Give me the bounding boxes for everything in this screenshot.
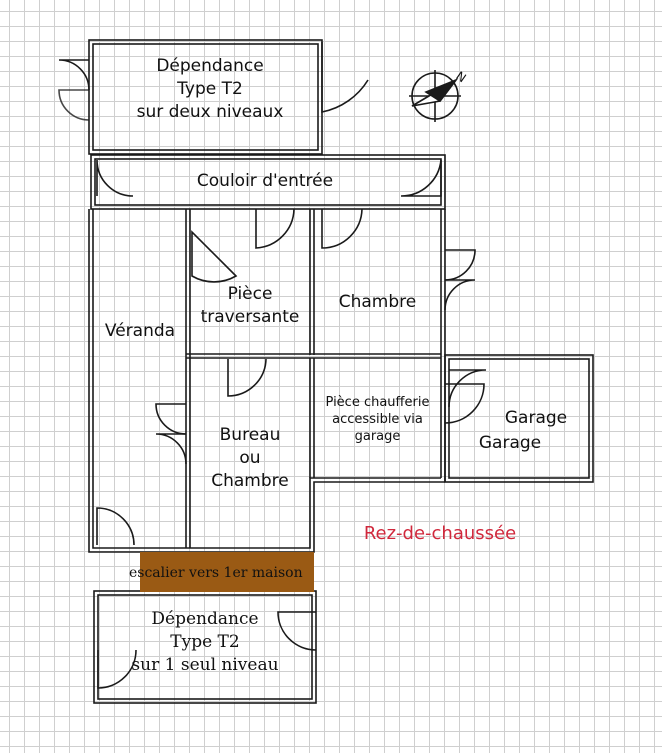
door-veranda-bottom [96, 507, 135, 546]
door-couloir-right [400, 159, 442, 197]
door-dependance-bottom-right [277, 611, 317, 651]
label-dependance-bottom: Dépendance Type T2 sur 1 seul niveau [131, 609, 279, 675]
door-chambre-right [444, 249, 476, 311]
door-piece-traversante-top [255, 208, 295, 249]
label-garage-1: Garage [504, 408, 568, 428]
door-dependance-top-right [321, 42, 369, 113]
wall-garage [444, 354, 594, 483]
label-chaufferie: Pièce chaufferie accessible via garage [325, 395, 430, 444]
door-bureau-top [227, 358, 267, 397]
door-garage-chaufferie [444, 383, 485, 424]
label-veranda: Véranda [104, 321, 176, 341]
door-couloir-left [96, 159, 134, 197]
door-piece-traversante-left [191, 230, 238, 283]
compass-icon [409, 70, 461, 122]
door-chambre-top [321, 208, 363, 249]
plan-title: Rez-de-chaussée [363, 523, 517, 544]
label-piece-traversante: Pièce traversante [200, 284, 300, 327]
label-garage-2: Garage [478, 433, 542, 453]
door-veranda-right [155, 403, 187, 465]
stair-block [140, 552, 314, 592]
door-dependance-bottom-left [97, 649, 137, 689]
wall-main-block [88, 209, 446, 553]
label-dependance-top: Dépendance Type T2 sur deux niveaux [136, 56, 284, 122]
door-dependance-top-left [58, 59, 90, 121]
door-garage-top [448, 369, 487, 408]
label-couloir: Couloir d'entrée [196, 171, 334, 191]
label-chambre: Chambre [338, 292, 417, 312]
stair-label: escalier vers 1er maison [129, 565, 303, 581]
label-bureau: Bureau ou Chambre [211, 425, 289, 491]
